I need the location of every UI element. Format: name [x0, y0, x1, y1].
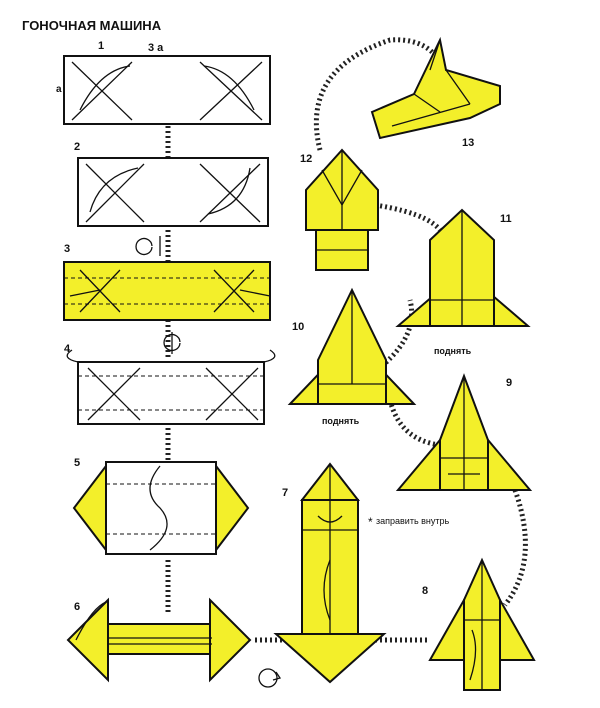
valley-fold-symbol [135, 236, 161, 256]
step-3: 3 [63, 243, 271, 321]
step-number: 9 [506, 377, 512, 389]
step-number: 1 [98, 40, 104, 52]
step-number: 4 [64, 343, 71, 355]
step-9: 9 [395, 373, 533, 491]
turn-over-symbol [258, 668, 282, 688]
step-5: 5 [72, 457, 250, 555]
step-10: 10 поднять [287, 287, 417, 426]
step-number: 10 [292, 321, 304, 333]
lift-note-11: поднять [434, 346, 472, 356]
step-number: 12 [300, 153, 312, 165]
step-number: 2 [74, 141, 80, 153]
step-number: 6 [74, 601, 80, 613]
step-1: 1 3 a a [56, 40, 271, 125]
step-4: 4 [64, 343, 276, 425]
step-2: 2 [74, 141, 269, 227]
step-number: 5 [74, 457, 80, 469]
tuck-inside-note: заправить внутрь [376, 516, 450, 526]
mountain-fold-symbol [163, 332, 181, 354]
step-7: 7 * заправить внутрь [273, 462, 450, 684]
step-number: 13 [462, 137, 474, 149]
step-number: 8 [422, 585, 428, 597]
step-number: 7 [282, 487, 288, 499]
step-13: 13 [370, 36, 501, 149]
step-number: 3 [64, 243, 70, 255]
step-6: 6 [66, 597, 252, 683]
step-11: 11 поднять [395, 208, 531, 356]
step-8: 8 [422, 557, 536, 691]
dimension-short-label: a [56, 84, 62, 95]
step-number: 11 [500, 213, 512, 225]
dimension-long-label: 3 a [148, 42, 164, 54]
star-symbol: * [368, 515, 373, 529]
diagram-title: ГОНОЧНАЯ МАШИНА [22, 18, 162, 33]
lift-note-10: поднять [322, 416, 360, 426]
step-12: 12 [300, 148, 379, 271]
